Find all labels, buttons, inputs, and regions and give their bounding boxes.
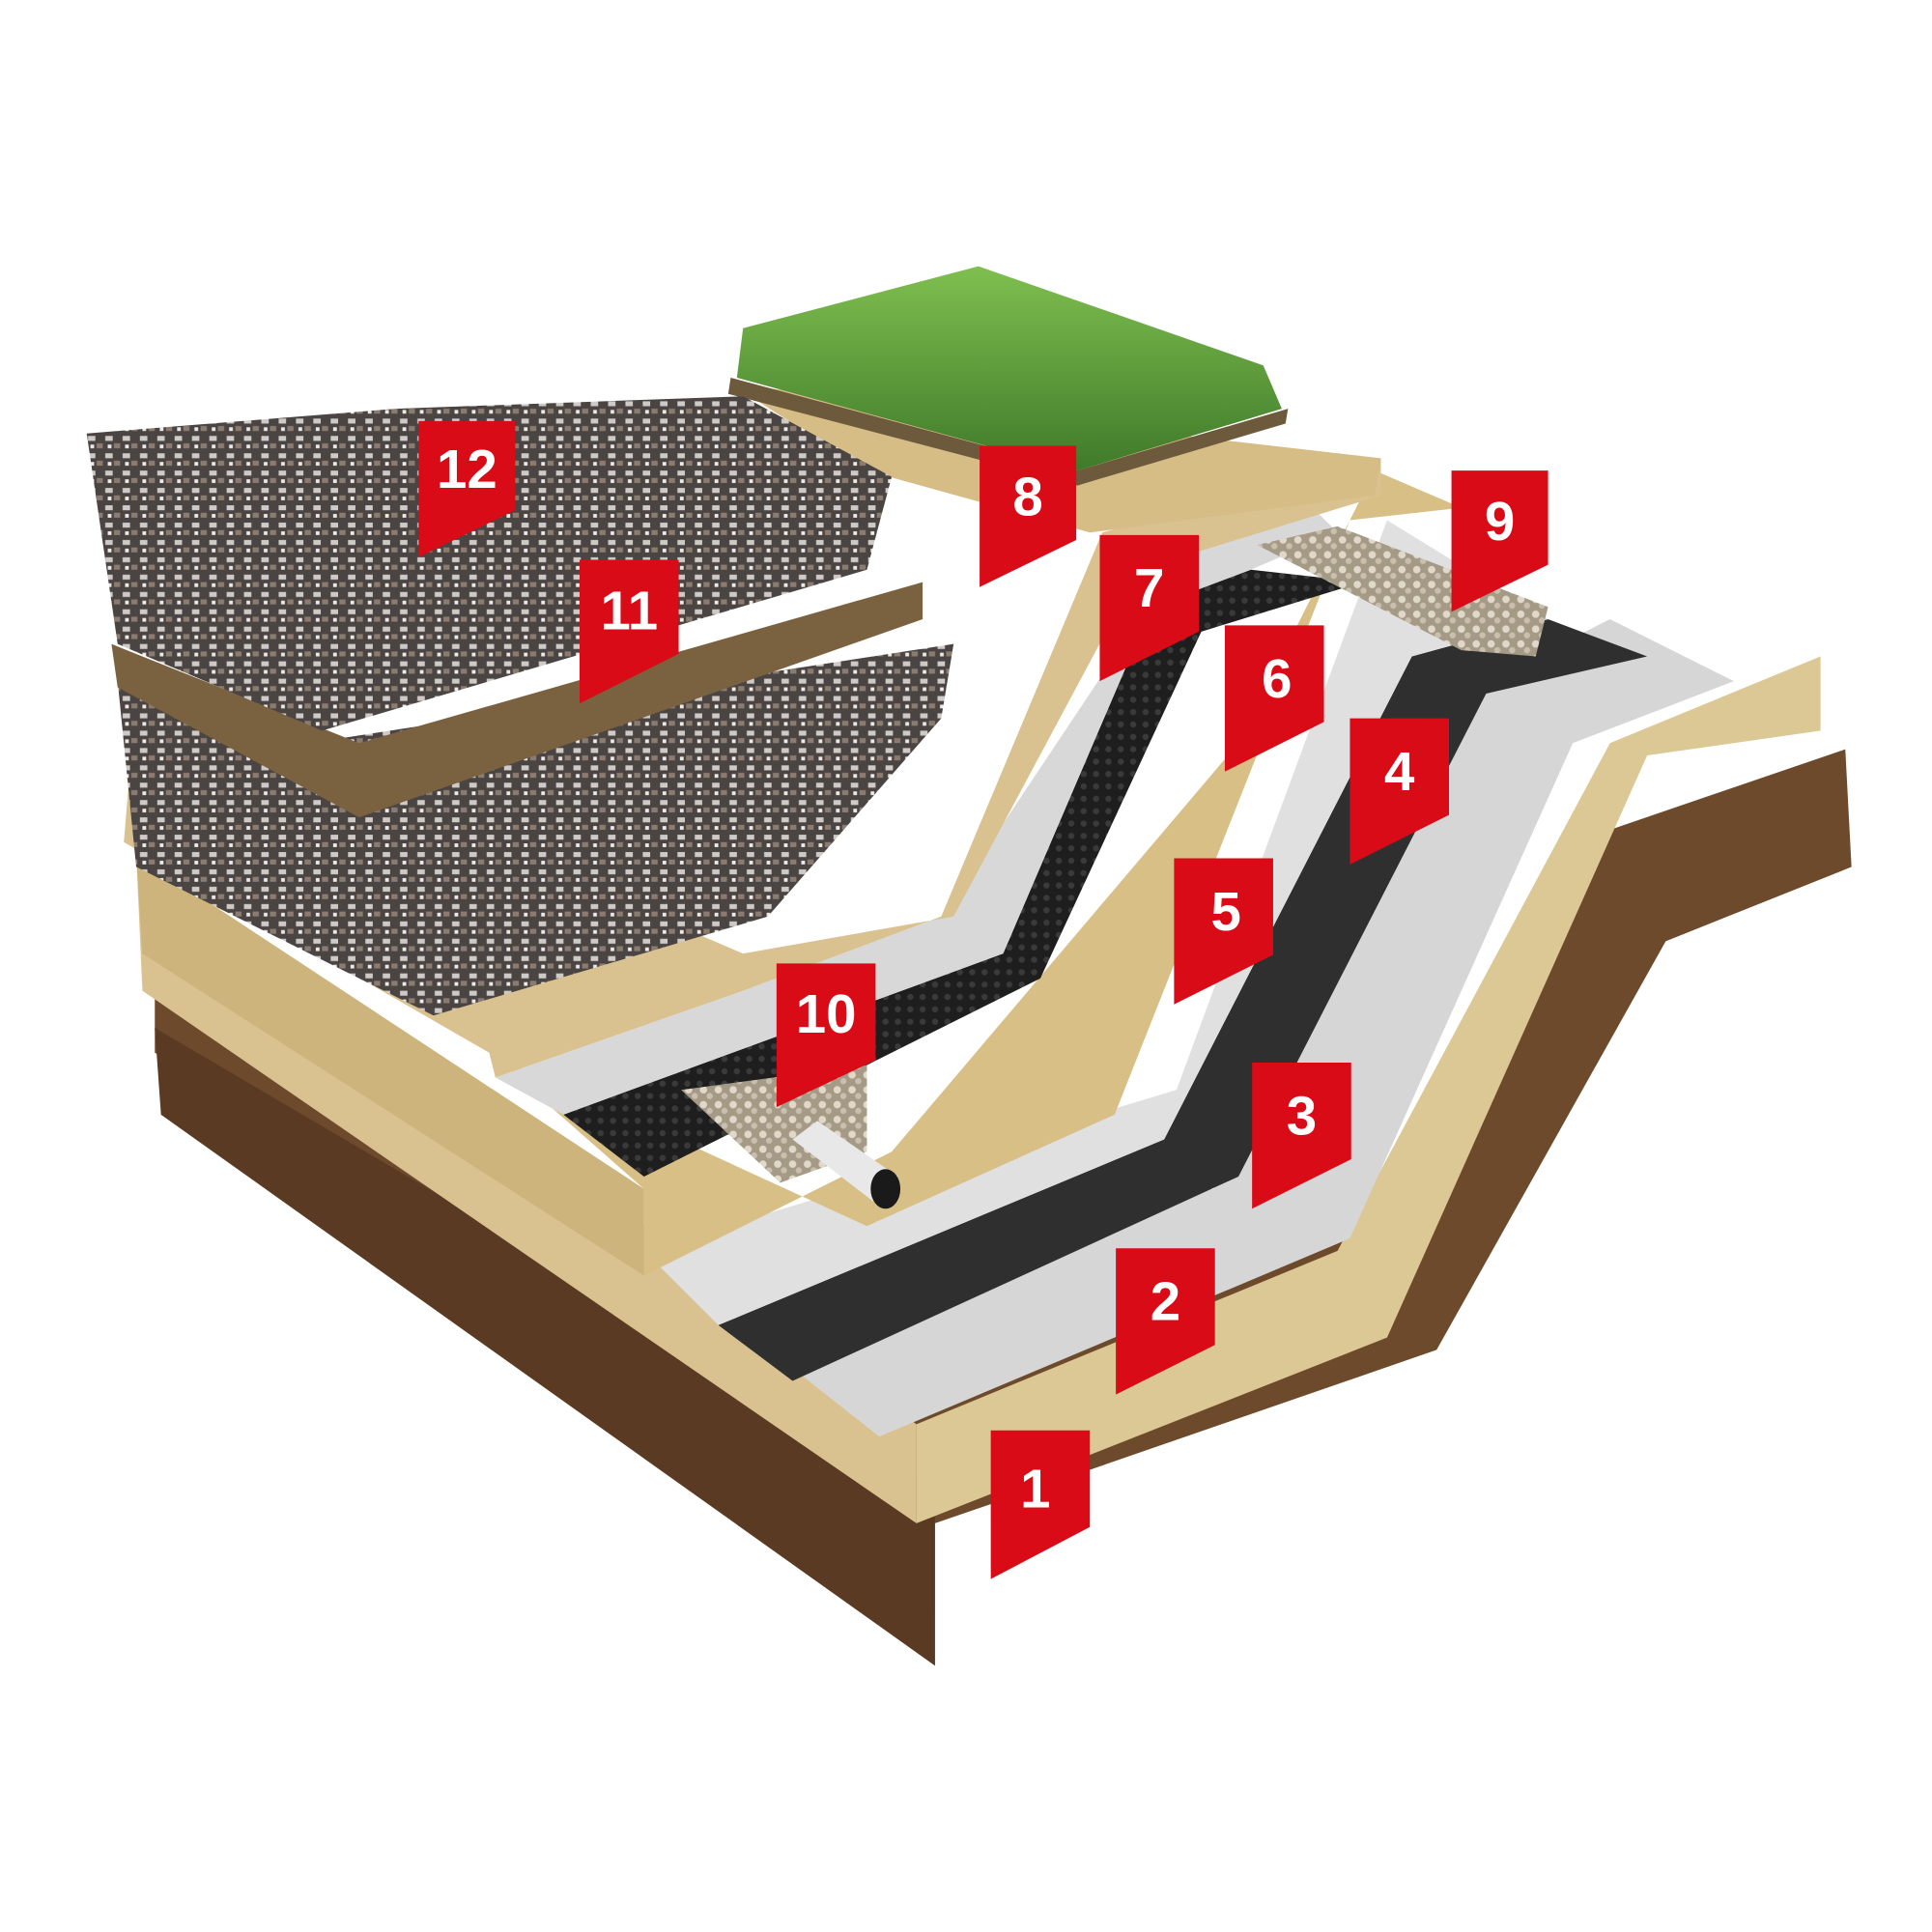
marker-tag-shape — [776, 963, 876, 1108]
marker-tag-shape — [1174, 858, 1273, 1005]
grass-vegetation — [736, 266, 1282, 471]
gravel-drain-upper — [1257, 526, 1548, 657]
marker-label: 1 — [1020, 1458, 1050, 1519]
marker-tag-shape — [1350, 718, 1449, 865]
drainage-sand-front — [136, 854, 644, 1276]
marker-tag-shape — [418, 420, 516, 557]
marker-5[interactable]: 5 — [1174, 858, 1273, 1005]
marker-tag-shape — [1224, 625, 1324, 772]
grass-soil-strip — [727, 378, 1289, 486]
marker-tag-shape — [1451, 470, 1548, 612]
marker-4[interactable]: 4 — [1350, 718, 1449, 865]
marker-label: 3 — [1287, 1085, 1317, 1146]
marker-7[interactable]: 7 — [1099, 534, 1200, 682]
drainage-geocomposite — [563, 569, 1363, 1177]
marker-label: 10 — [796, 983, 857, 1044]
sand-slope-layer — [916, 656, 1821, 1523]
drainage-pipe — [792, 1121, 898, 1202]
marker-label: 8 — [1012, 466, 1042, 526]
marker-3[interactable]: 3 — [1252, 1063, 1351, 1209]
marker-tag-shape — [1252, 1063, 1351, 1209]
marker-label: 2 — [1151, 1271, 1180, 1332]
waste-block-lower — [117, 643, 954, 1016]
marker-2[interactable]: 2 — [1116, 1248, 1215, 1395]
marker-tag-shape — [1099, 534, 1200, 682]
marker-8[interactable]: 8 — [980, 445, 1077, 587]
marker-tag-shape — [990, 1430, 1091, 1579]
marker-10[interactable]: 10 — [776, 963, 876, 1108]
marker-label: 9 — [1485, 491, 1515, 552]
marker-label: 7 — [1134, 557, 1164, 618]
protection-sand-layer — [489, 470, 1462, 1276]
daily-cover-layer — [111, 582, 923, 818]
marker-12[interactable]: 12 — [418, 420, 516, 557]
marker-label: 4 — [1384, 741, 1415, 802]
subsoil-layer — [155, 749, 1852, 1523]
marker-tag-shape — [580, 559, 679, 704]
marker-label: 11 — [600, 580, 658, 640]
marker-label: 5 — [1211, 881, 1241, 942]
marker-label: 6 — [1262, 648, 1292, 709]
waste-block-upper — [86, 396, 893, 731]
marker-11[interactable]: 11 — [580, 559, 679, 704]
marker-label: 12 — [437, 439, 497, 499]
marker-9[interactable]: 9 — [1451, 470, 1548, 612]
marker-tag-shape — [1116, 1248, 1215, 1395]
drainage-pipe-end — [870, 1169, 901, 1209]
subsoil-front — [155, 1028, 935, 1666]
marker-6[interactable]: 6 — [1224, 625, 1324, 772]
marker-1[interactable]: 1 — [990, 1430, 1091, 1579]
